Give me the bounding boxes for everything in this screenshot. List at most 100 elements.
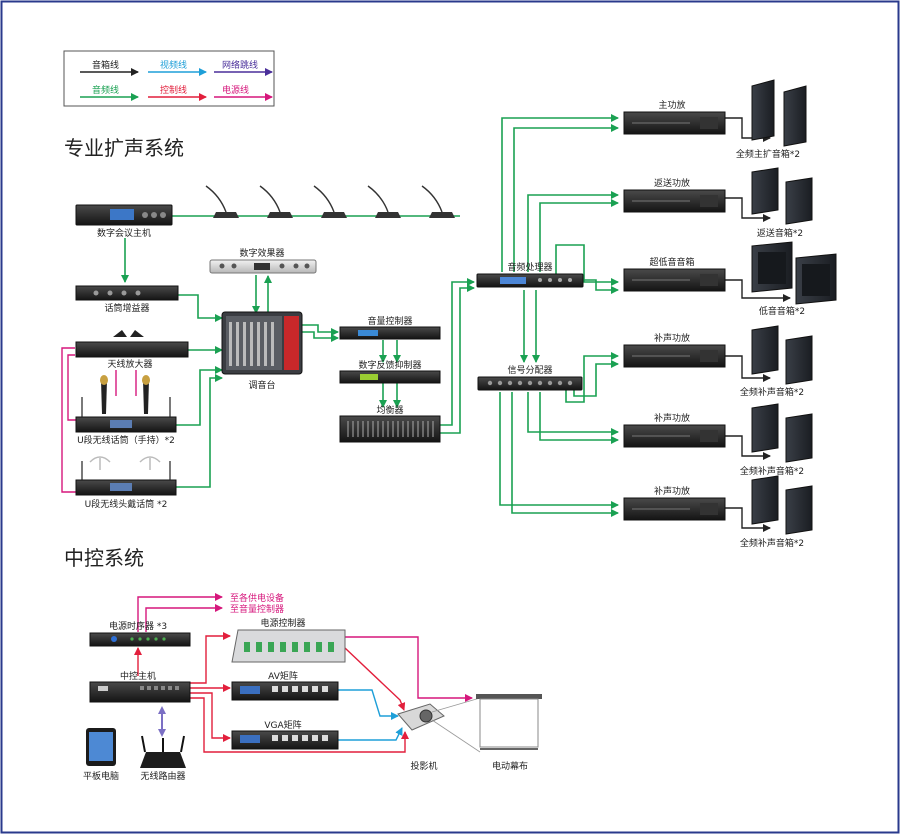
power-controller-label: 电源控制器: [260, 617, 305, 629]
antenna-amplifier-label: 天线放大器: [107, 358, 152, 370]
headset-receiver-label: U段无线头戴话筒 *2: [85, 498, 168, 510]
return-amplifier: 返送功放: [623, 177, 726, 213]
fill-speakers-1: 全频补声音箱*2: [740, 325, 813, 398]
main-speakers: 全频主扩音箱*2: [736, 79, 807, 160]
splitter-to-fill-amp-1-line-2: [573, 360, 619, 397]
power-sequencer-label: 电源时序器 *3: [109, 620, 167, 632]
video-lines: [338, 689, 403, 741]
sequencer-to-volume-line: [145, 604, 223, 632]
legend-speaker-label: 音箱线: [92, 59, 119, 71]
screen-housing: [476, 694, 542, 699]
processor-to-return-amp-line-2: [539, 199, 619, 272]
fill-speakers-2-label: 全频补声音箱*2: [740, 465, 804, 477]
antenna-power-lines: [61, 347, 137, 493]
mixer-to-volume-line: [302, 324, 339, 336]
screen-icon: [479, 698, 539, 748]
processor-to-main-amp-line-2: [513, 124, 619, 272]
effects-processor-label: 数字效果器: [239, 247, 284, 259]
conference-mic: [367, 185, 401, 218]
signal-splitter: 信号分配器: [477, 364, 583, 391]
projector: 投影机: [397, 697, 481, 772]
central-control-host-label: 中控主机: [120, 670, 156, 682]
fill-amplifier-3-label: 补声功放: [654, 485, 690, 497]
speaker-icon: [785, 177, 813, 225]
vga-matrix: VGA矩阵: [231, 719, 339, 750]
antenna-icon: [113, 330, 144, 337]
speaker-icon: [751, 475, 779, 525]
handheld-to-mixer-line: [176, 366, 223, 426]
conference-host-label: 数字会议主机: [97, 227, 151, 239]
speaker-icon: [751, 79, 775, 141]
conference-mic: [313, 185, 347, 218]
main-speakers-label: 全频主扩音箱*2: [736, 148, 800, 160]
conference-host-screen: [110, 209, 134, 220]
subwoofer-speakers: 低音音箱*2: [751, 241, 837, 317]
headset-mic-set: U段无线头戴话筒 *2: [75, 456, 177, 510]
fill-speakers-3-label: 全频补声音箱*2: [740, 537, 804, 549]
host-to-power-ctrl-line: [190, 632, 231, 684]
headset-mic-icon: [89, 456, 111, 470]
section-title-control: 中控系统: [64, 546, 144, 570]
speaker-icon: [785, 335, 813, 385]
fill-amp-2-speaker-line: [725, 435, 771, 460]
fill-amp-1-speaker-line: [725, 355, 771, 382]
splitter-to-fill-amp-1-line: [565, 352, 619, 403]
audio-lines: [121, 114, 619, 517]
tablet-label: 平板电脑: [83, 770, 119, 782]
equalizer: 均衡器: [339, 404, 441, 443]
wireless-router-label: 无线路由器: [140, 770, 185, 782]
wireless-router: 无线路由器: [140, 735, 186, 782]
audio-processor-body: [476, 273, 584, 288]
handheld-mic-icon: [101, 380, 107, 414]
effects-processor: 数字效果器: [209, 247, 317, 274]
handheld-receiver-label: U段无线话筒（手持）*2: [77, 434, 175, 446]
router-icon: [140, 752, 186, 768]
power-controller: 电源控制器: [231, 617, 346, 663]
legend: 音箱线 视频线 网络跳线 音频线 控制线 电源线: [63, 50, 275, 107]
feedback-suppressor: 数字反馈抑制器: [339, 359, 441, 384]
splitter-to-fill-amp-2-line: [527, 392, 619, 436]
speaker-icon: [785, 485, 813, 535]
fill-amplifier-2: 补声功放: [623, 412, 726, 448]
power-controller-body: [231, 629, 346, 663]
mic-preamp-label: 话筒增益器: [104, 302, 149, 314]
av-matrix-label: AV矩阵: [268, 670, 298, 682]
power-ctrl-to-screen-line: [345, 636, 473, 702]
subwoofer-amplifier: 超低音音箱: [623, 256, 726, 292]
host-to-vga-matrix-line: [190, 692, 231, 742]
feedback-suppressor-label: 数字反馈抑制器: [358, 359, 421, 371]
fill-amplifier-1-label: 补声功放: [654, 332, 690, 344]
speaker-icon: [785, 413, 813, 463]
preamp-to-mixer-line: [178, 294, 223, 322]
central-control-host-body: [89, 681, 191, 703]
projector-label: 投影机: [410, 760, 437, 772]
conference-mic: [421, 185, 455, 218]
equalizer-body: [339, 415, 441, 443]
eq-to-processor-line: [440, 278, 475, 426]
av-to-projector-line: [338, 689, 399, 720]
conference-host: 数字会议主机: [75, 204, 173, 239]
splitter-to-fill-amp-2-line-2: [539, 392, 619, 444]
power-sequencer: 电源时序器 *3: [89, 620, 191, 647]
section-title-pa: 专业扩声系统: [64, 136, 184, 160]
fill-amplifier-3: 补声功放: [623, 485, 726, 521]
speaker-lines: [725, 117, 791, 532]
return-amp-speaker-line: [725, 197, 771, 222]
power-ctrl-to-projector-line: [344, 647, 406, 711]
legend-video-label: 视频线: [160, 59, 187, 71]
control-lines: [134, 632, 409, 753]
power-lines: [137, 593, 473, 702]
audio-processor-label: 音频处理器: [507, 261, 552, 273]
subwoofer-speakers-label: 低音音箱*2: [759, 305, 805, 317]
speaker-icon: [783, 85, 807, 147]
fill-speakers-1-label: 全频补声音箱*2: [740, 386, 804, 398]
headset-to-mixer-line: [176, 374, 223, 488]
conference-mic: [259, 185, 293, 218]
main-amplifier: 主功放: [623, 99, 726, 135]
processor-to-return-amp-line: [527, 191, 619, 272]
equalizer-label: 均衡器: [376, 404, 403, 416]
antenna-amplifier: 天线放大器: [75, 330, 189, 370]
speaker-icon: [751, 325, 779, 375]
volume-controller-body: [339, 326, 441, 340]
